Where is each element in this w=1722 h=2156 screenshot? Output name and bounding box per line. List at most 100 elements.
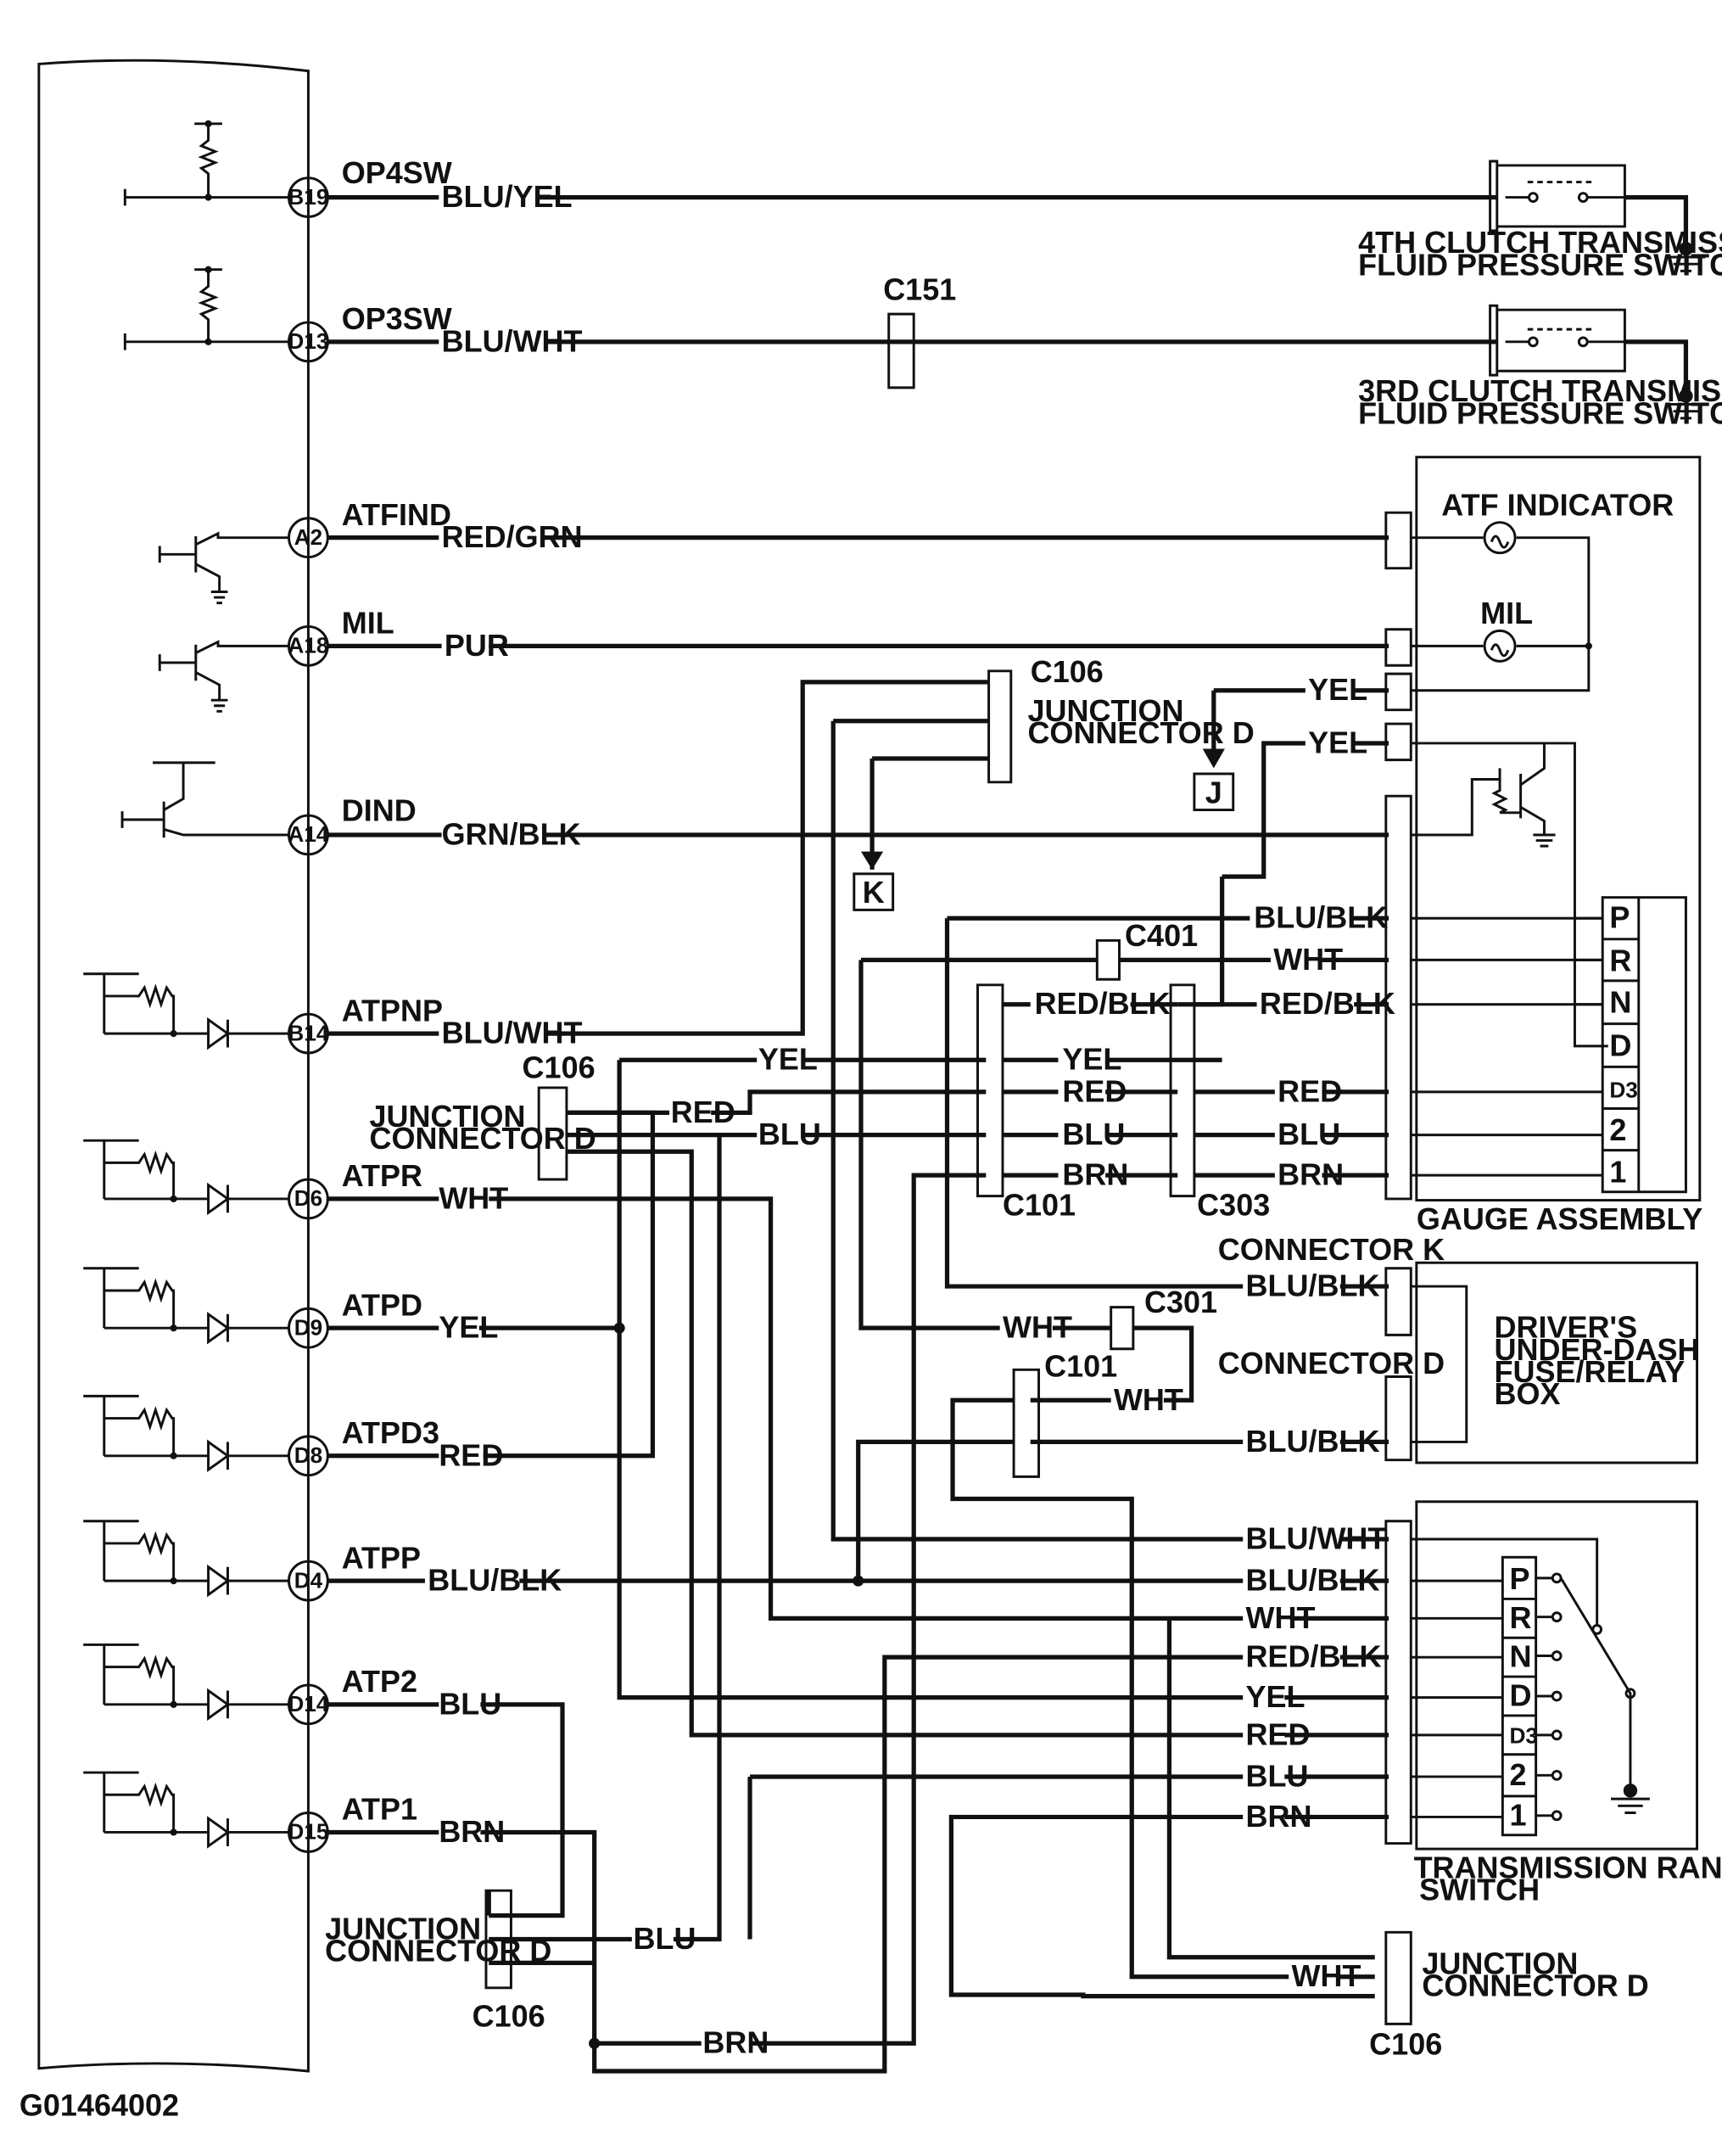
pin-a14: A14 [288,821,328,847]
wire-label-brn-atp1: BRN [439,1814,505,1849]
wire-label-red-c101: RED [1062,1073,1127,1108]
connector-c106-right: C106 JUNCTION CONNECTOR D [1369,1930,1649,2061]
pin-a18: A18 [288,633,328,658]
pin-d15: D15 [288,1819,328,1845]
c106-bottom-label: C106 [472,1999,545,2034]
pin-d4: D4 [294,1567,323,1593]
connector-c106-bottom: C106 JUNCTION CONNECTOR D [325,1889,551,2034]
gauge-assembly-label: GAUGE ASSEMBLY [1417,1201,1702,1236]
pin-d6: D6 [294,1185,322,1211]
wire-label-blu-blk-atpp: BLU/BLK [428,1563,562,1598]
jct-right-l1: JUNCTION [1422,1946,1578,1980]
wire-label-blu-blk-rs: BLU/BLK [1245,1563,1379,1598]
wire-label-blu-c101: BLU [1062,1117,1125,1151]
connector-c101-a: C101 [976,983,1076,1223]
wires [327,194,1497,2074]
wire-label-yel-rs: YEL [1245,1679,1305,1714]
fuse-box-l3: FUSE/RELAY [1495,1354,1686,1389]
fuse-box-l1: DRIVER'S [1495,1310,1638,1345]
c101-b-label: C101 [1044,1348,1117,1383]
wire-label-red-gauge: RED [1278,1073,1342,1108]
connector-c151: C151 [883,272,956,389]
range-pos-d: D [1510,1677,1532,1712]
gauge-pos-r: R [1609,943,1631,977]
jct-bottom-l2: CONNECTOR D [325,1934,551,1968]
wire-label-yel-gauge: YEL [1308,725,1367,759]
wire-label-blu-wht-rs: BLU/WHT [1245,1520,1386,1555]
connector-k-label: CONNECTOR K [1218,1232,1445,1267]
range-pos-1: 1 [1510,1797,1527,1832]
c151-label: C151 [883,272,956,307]
wire-label-blu-wht-op3: BLU/WHT [442,323,583,358]
c106-top-label: C106 [1031,654,1104,689]
pin-d13: D13 [288,328,328,354]
gauge-pos-p: P [1609,900,1630,935]
wire-label-brn-bottom: BRN [702,2025,769,2060]
wire-label-wht-atpr: WHT [439,1180,508,1215]
ecu-body [37,59,310,2073]
signal-dind: DIND [342,793,417,828]
wire-label-yel-j: YEL [1308,672,1367,707]
signal-atpd: ATPD [342,1287,422,1322]
marker-k-label: K [863,875,885,910]
connector-c106-top: C106 JUNCTION CONNECTOR D [987,654,1255,784]
jct-right-l2: CONNECTOR D [1422,1968,1648,2003]
switch-3rd-clutch: 3RD CLUTCH TRANSMISSION FLUID PRESSURE S… [1358,304,1722,430]
wire-label-yel-mid: YEL [758,1042,818,1077]
pin-a2: A2 [294,524,322,550]
jct-top-l2: CONNECTOR D [1027,715,1254,750]
transmission-range-switch: P R N D D3 2 1 TRANSMISSION RANGE SWITCH [1384,1500,1722,1907]
gauge-pos-n: N [1609,985,1631,1020]
range-switch-l1: TRANSMISSION RANGE [1414,1850,1722,1884]
jct-top-l1: JUNCTION [1027,693,1183,728]
wire-label-blu-rs: BLU [1245,1758,1308,1793]
wire-label-blu-blk-k: BLU/BLK [1245,1268,1379,1303]
connector-c101-b: C101 [1012,1348,1117,1478]
fuse-box-l2: UNDER-DASH [1495,1332,1700,1367]
clutch4-l1: 4TH CLUTCH TRANSMISSION [1358,225,1722,260]
signal-atpd3: ATPD3 [342,1415,439,1450]
signal-mil: MIL [342,606,394,641]
range-pos-d3: D3 [1510,1723,1538,1749]
signal-atpp: ATPP [342,1540,421,1575]
wire-label-red-atpd3: RED [439,1437,503,1472]
switch-4th-clutch: 4TH CLUTCH TRANSMISSION FLUID PRESSURE S… [1358,160,1722,282]
c301-label: C301 [1144,1285,1217,1319]
wire-labels: BLU/YEL BLU/WHT RED/GRN PUR GRN/BLK BLU/… [428,179,1395,2060]
wire-label-blu-wht-atpnp: BLU/WHT [442,1016,583,1050]
signal-op4sw: OP4SW [342,155,452,190]
pin-b14: B14 [288,1020,328,1045]
connector-c303: C303 [1169,983,1270,1223]
range-switch-l2: SWITCH [1419,1873,1540,1907]
connector-c401: C401 [1095,918,1198,981]
diode-input-circuits [83,972,289,1849]
clutch3-l1: 3RD CLUTCH TRANSMISSION [1358,373,1722,408]
c101-a-label: C101 [1003,1188,1076,1223]
c106-left-label: C106 [523,1050,595,1085]
pin-d8: D8 [294,1442,322,1468]
wire-label-red-blk-c101: RED/BLK [1035,986,1171,1021]
jct-left-l1: JUNCTION [369,1099,525,1134]
wire-label-grn-blk: GRN/BLK [442,816,581,851]
connector-c106-left: C106 JUNCTION CONNECTOR D [369,1050,596,1181]
c106-right-label: C106 [1369,2026,1442,2061]
wire-label-wht-c101b: WHT [1114,1382,1183,1417]
figure-id: G01464002 [20,2087,179,2122]
wire-label-blu-yel: BLU/YEL [442,179,573,214]
signal-atp2: ATP2 [342,1664,417,1699]
connector-d-label: CONNECTOR D [1218,1346,1445,1380]
signal-atp1: ATP1 [342,1792,417,1827]
clutch3-l2: FLUID PRESSURE SWITCH [1358,395,1722,430]
jct-left-l2: CONNECTOR D [369,1121,595,1156]
atf-indicator-label: ATF INDICATOR [1441,487,1674,522]
gauge-pos-1: 1 [1609,1154,1626,1189]
marker-j: J [1193,772,1235,812]
wire-label-red-blk-rs: RED/BLK [1245,1639,1381,1674]
ecu-internals [83,120,289,1849]
gauge-pos-d3: D3 [1609,1077,1637,1102]
wire-label-wht-c301: WHT [1003,1310,1072,1345]
c303-label: C303 [1197,1188,1270,1223]
signal-op3sw: OP3SW [342,301,452,336]
wire-label-blu-blk-gauge: BLU/BLK [1254,900,1388,935]
